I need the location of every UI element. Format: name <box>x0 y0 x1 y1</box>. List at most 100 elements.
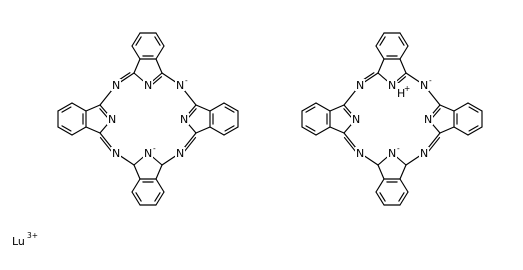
left-bond <box>315 126 331 136</box>
bottom-bond <box>133 164 141 180</box>
bottom-bond <box>131 178 141 193</box>
right-bond <box>453 102 469 112</box>
atom-nm1: N <box>112 79 120 92</box>
top-bond <box>133 58 141 74</box>
ring-double-bond <box>343 108 353 120</box>
atom-knockout <box>419 79 429 91</box>
left-bond <box>85 126 101 134</box>
ring-double-bond <box>151 76 163 86</box>
top-aromatic-bond <box>398 36 405 46</box>
meso-double-bond <box>343 136 357 153</box>
atom-knockout <box>387 147 397 159</box>
left-aromatic-bond <box>61 106 72 113</box>
right-bond <box>223 126 239 136</box>
left-bond <box>71 102 87 112</box>
atom-nm1: N <box>356 79 364 92</box>
atom-nm4: N <box>356 147 364 160</box>
right-bond <box>467 126 483 136</box>
bottom-bond <box>131 191 141 206</box>
counter-ion: Lu 3+ <box>12 231 38 248</box>
negative-charge: - <box>429 76 432 85</box>
atom-knockout <box>351 113 361 125</box>
positive-charge: + <box>404 84 410 93</box>
right-bond <box>209 126 225 136</box>
atom-nm3: N <box>420 147 428 160</box>
left-bond <box>57 102 73 112</box>
top-bond <box>155 58 163 74</box>
atom-h: H <box>397 87 405 100</box>
negative-charge: - <box>185 76 188 85</box>
atom-np2: N <box>180 113 188 126</box>
right-aromatic-bond <box>468 106 479 113</box>
left-bond <box>301 126 317 136</box>
right-bond <box>453 126 469 136</box>
bottom-bond <box>155 164 163 180</box>
atom-np2: N <box>424 113 432 126</box>
bottom-aromatic-bond <box>154 192 161 202</box>
bottom-bond <box>155 191 165 206</box>
top-aromatic-bond <box>135 36 142 46</box>
atom-np1: N <box>388 79 396 92</box>
atom-np1: N <box>144 79 152 92</box>
meso-double-bond <box>99 136 113 153</box>
atom-knockout <box>387 79 397 91</box>
meso-double-bond <box>183 136 197 153</box>
bottom-bond <box>399 178 409 193</box>
top-bond <box>399 45 409 60</box>
atom-knockout <box>107 113 117 125</box>
atom-nm2: N <box>420 79 428 92</box>
atom-np4: N <box>352 113 360 126</box>
top-bond <box>131 45 141 60</box>
bottom-bond <box>377 164 385 180</box>
atom-nm2: N <box>176 79 184 92</box>
right-aromatic-bond <box>224 125 235 132</box>
atom-knockout <box>111 147 121 159</box>
right-bond <box>195 126 211 134</box>
left-bond <box>329 126 345 134</box>
negative-charge: - <box>153 144 156 153</box>
left-aromatic-bond <box>305 125 316 132</box>
bottom-aromatic-bond <box>135 192 142 202</box>
top-bond <box>131 32 141 47</box>
top-bond <box>377 58 385 74</box>
ring-double-bond <box>431 108 441 120</box>
atom-knockout <box>143 147 153 159</box>
counter-ion-charge: 3+ <box>27 231 38 240</box>
bottom-bond <box>375 178 385 193</box>
right-bond <box>223 102 239 112</box>
right-aromatic-bond <box>224 106 235 113</box>
ring-double-bond <box>187 108 197 120</box>
atom-knockout <box>175 147 185 159</box>
bottom-aromatic-bond <box>398 192 405 202</box>
left-aromatic-bond <box>61 125 72 132</box>
right-bond <box>209 102 225 112</box>
right-bond <box>195 104 211 112</box>
atom-knockout <box>179 113 189 125</box>
left-bond <box>71 126 87 136</box>
atom-knockout <box>143 79 153 91</box>
top-aromatic-bond <box>154 36 161 46</box>
meso-double-bond <box>427 136 441 153</box>
left-bond <box>329 104 345 112</box>
top-bond <box>155 32 165 47</box>
negative-charge: - <box>397 144 400 153</box>
atom-knockout <box>396 83 406 95</box>
top-bond <box>375 45 385 60</box>
atom-knockout <box>355 79 365 91</box>
bottom-bond <box>399 164 407 180</box>
top-bond <box>155 45 165 60</box>
left-bond <box>315 102 331 112</box>
atom-knockout <box>111 79 121 91</box>
counter-ion-symbol: Lu <box>12 235 25 248</box>
right-aromatic-bond <box>468 125 479 132</box>
atom-nm3: N <box>176 147 184 160</box>
right-bond <box>439 126 455 134</box>
top-bond <box>399 58 407 74</box>
left-bond <box>85 104 101 112</box>
top-bond <box>399 32 409 47</box>
top-bond <box>375 32 385 47</box>
right-bond <box>439 104 455 112</box>
